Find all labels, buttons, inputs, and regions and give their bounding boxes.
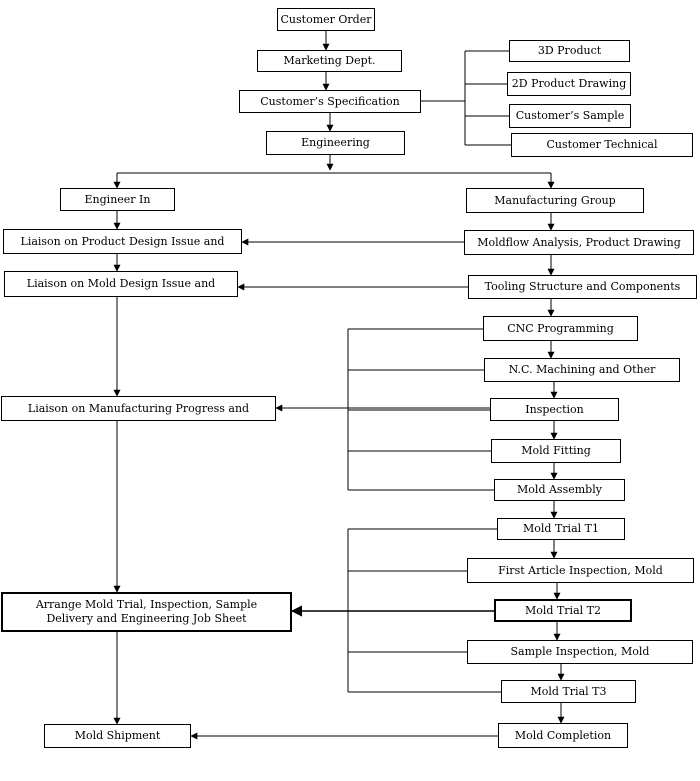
label-mold-assembly: Mold Assembly [517, 483, 602, 497]
box-liaison-manufacturing: Liaison on Manufacturing Progress and [1, 396, 276, 421]
label-liaison-product-design: Liaison on Product Design Issue and [20, 234, 225, 248]
label-mold-trial-t1: Mold Trial T1 [523, 522, 599, 536]
label-customer-order: Customer Order [280, 12, 372, 26]
box-customer-order: Customer Order [277, 8, 375, 31]
box-first-article-inspection: First Article Inspection, Mold [467, 558, 694, 583]
box-mold-fitting: Mold Fitting [491, 439, 621, 463]
box-mold-trial-t1: Mold Trial T1 [497, 518, 625, 540]
label-liaison-mold-design: Liaison on Mold Design Issue and [26, 277, 216, 291]
label-customer-sample: Customer’s Sample [515, 109, 625, 123]
label-engineer-in: Engineer In [84, 192, 151, 206]
box-customer-sample: Customer’s Sample [509, 104, 631, 128]
label-2d-product-drawing: 2D Product Drawing [511, 77, 627, 91]
box-mold-shipment: Mold Shipment [44, 724, 191, 748]
box-mold-trial-t3: Mold Trial T3 [501, 680, 636, 703]
box-engineer-in: Engineer In [60, 188, 175, 211]
label-tooling-structure: Tooling Structure and Components [484, 280, 681, 294]
box-mold-completion: Mold Completion [498, 723, 628, 748]
box-engineering: Engineering [266, 131, 405, 155]
label-mold-trial-t2: Mold Trial T2 [525, 603, 601, 617]
box-customer-technical: Customer Technical [511, 133, 693, 157]
label-arrange-mold-trial-line2: Delivery and Engineering Job Sheet [46, 612, 247, 625]
box-mold-assembly: Mold Assembly [494, 479, 625, 501]
label-marketing-dept: Marketing Dept. [283, 54, 376, 68]
label-customer-specification: Customer’s Specification [260, 94, 400, 108]
box-sample-inspection: Sample Inspection, Mold [467, 640, 693, 664]
box-moldflow-analysis: Moldflow Analysis, Product Drawing [464, 230, 694, 255]
label-mold-completion: Mold Completion [514, 728, 612, 742]
box-inspection: Inspection [490, 398, 619, 421]
box-mold-trial-t2: Mold Trial T2 [494, 599, 632, 622]
label-sample-inspection: Sample Inspection, Mold [510, 645, 650, 659]
label-moldflow-analysis: Moldflow Analysis, Product Drawing [477, 235, 681, 249]
box-liaison-mold-design: Liaison on Mold Design Issue and [4, 271, 238, 297]
label-manufacturing-group: Manufacturing Group [494, 193, 616, 207]
box-2d-product-drawing: 2D Product Drawing [507, 72, 631, 96]
label-first-article-inspection: First Article Inspection, Mold [498, 563, 663, 577]
box-tooling-structure: Tooling Structure and Components [468, 275, 697, 299]
label-cnc-programming: CNC Programming [507, 321, 614, 335]
label-mold-trial-t3: Mold Trial T3 [530, 684, 607, 698]
label-nc-machining: N.C. Machining and Other [508, 363, 656, 377]
box-arrange-mold-trial: Arrange Mold Trial, Inspection, Sample D… [1, 592, 292, 632]
label-mold-fitting: Mold Fitting [521, 444, 591, 458]
label-liaison-manufacturing: Liaison on Manufacturing Progress and [27, 401, 250, 415]
label-customer-technical: Customer Technical [546, 138, 658, 152]
box-liaison-product-design: Liaison on Product Design Issue and [3, 229, 242, 254]
box-customer-specification: Customer’s Specification [239, 90, 421, 113]
box-marketing-dept: Marketing Dept. [257, 50, 402, 72]
box-nc-machining: N.C. Machining and Other [484, 358, 680, 382]
box-cnc-programming: CNC Programming [483, 316, 638, 341]
label-3d-product: 3D Product [537, 44, 602, 58]
label-engineering: Engineering [301, 136, 370, 150]
label-arrange-mold-trial-line1: Arrange Mold Trial, Inspection, Sample [35, 598, 258, 612]
box-manufacturing-group: Manufacturing Group [466, 188, 644, 213]
label-inspection: Inspection [525, 402, 584, 416]
box-3d-product: 3D Product [509, 40, 630, 62]
label-mold-shipment: Mold Shipment [74, 729, 161, 743]
